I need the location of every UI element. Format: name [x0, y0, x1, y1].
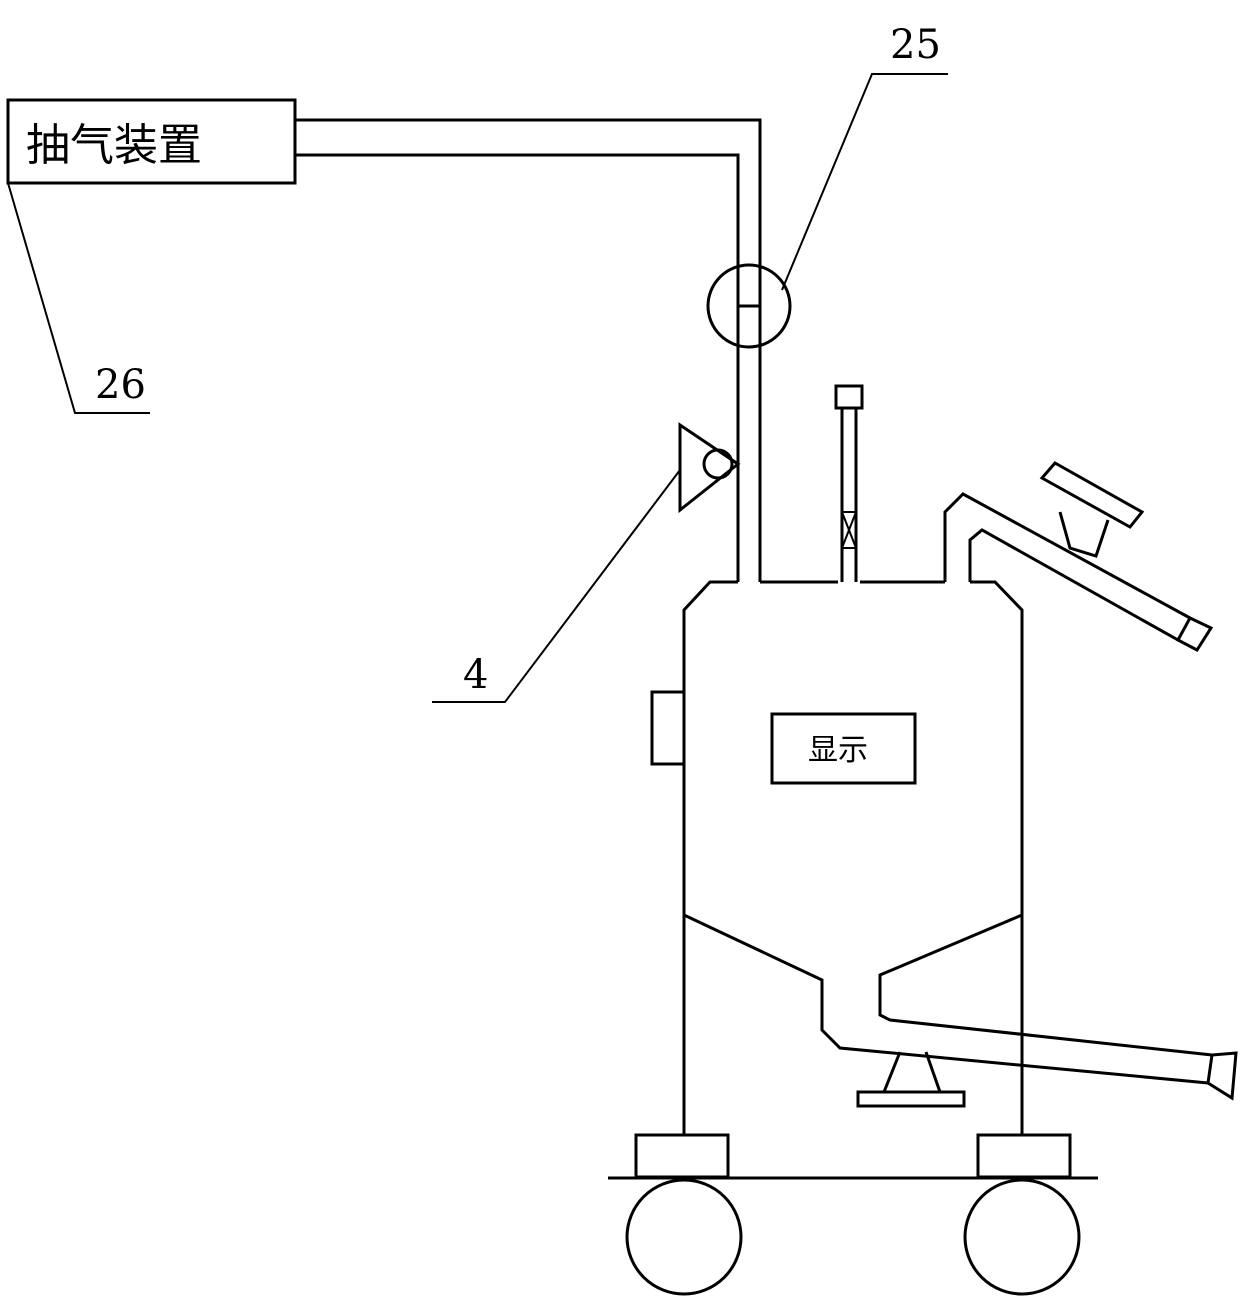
exhaust-pipe	[295, 118, 762, 582]
valve-25: 25	[706, 22, 948, 349]
side-panel-button	[650, 690, 686, 766]
cart-base	[608, 1133, 1098, 1296]
right-wheel	[963, 1178, 1081, 1296]
ref-label-25: 25	[890, 22, 941, 68]
leader-26: 26	[7, 182, 150, 414]
hopper-funnel	[683, 913, 1238, 1101]
display-panel: 显示	[770, 712, 917, 785]
discharge-valve	[856, 1051, 966, 1108]
feed-inlet-pipe	[943, 461, 1214, 652]
air-extraction-device-label: 抽气装置	[26, 120, 202, 171]
left-wheel	[625, 1178, 743, 1296]
check-valve-4: 4	[432, 422, 741, 703]
ref-label-4: 4	[463, 652, 488, 698]
ref-label-26: 26	[95, 362, 146, 408]
vent-tube	[834, 384, 864, 582]
air-extraction-device: 抽气装置	[6, 98, 297, 185]
display-label: 显示	[808, 733, 868, 768]
tank-body	[650, 580, 1024, 1135]
